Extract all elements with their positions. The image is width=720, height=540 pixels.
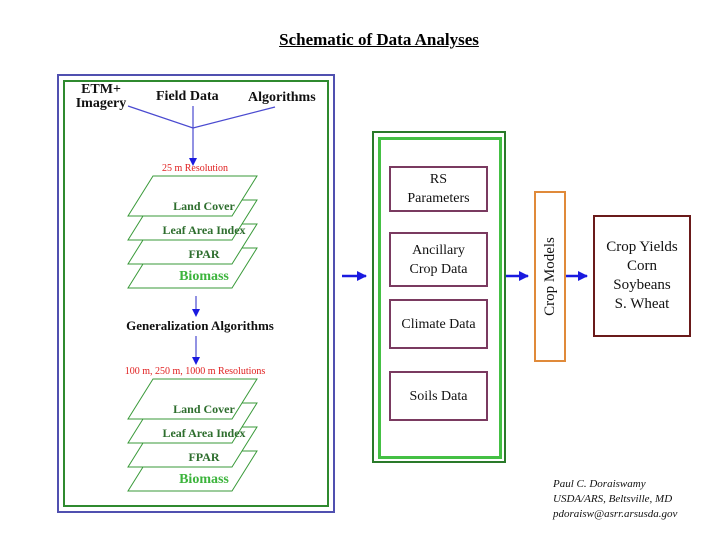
etm-label: ETM+ [81,82,121,97]
soils-data-box: Soils Data [389,371,488,421]
layer-label-land-cover: Land Cover [173,199,235,213]
box-line: Climate Data [401,316,476,332]
box-line: Ancillary [412,242,465,258]
author-name: Paul C. Doraiswamy [553,478,646,490]
connector-algorithms [192,106,276,129]
climate-data-box: Climate Data [389,299,488,349]
crop-yield-item: Soybeans [613,277,671,293]
crop-models-box: Crop Models [534,191,566,362]
resolution-25m-label: 25 m Resolution [161,163,229,174]
field-data-label: Field Data [156,89,219,104]
diagram-title: Schematic of Data Analyses [279,30,479,49]
box-line: RS [429,172,448,187]
author-email: pdoraisw@asrr.arsusda.gov [553,508,678,520]
layer-stack-25m [127,175,258,289]
input-data-panel-inner [378,137,502,459]
box-line: Parameters [407,191,470,206]
imagery-label: Imagery [75,96,127,111]
generalization-algorithms-label: Generalization Algorithms [126,318,274,333]
input-data-panel-outer [372,131,506,463]
connector-imagery [127,105,194,129]
layer-label-biomass: Biomass [179,269,229,284]
layer-stack-coarse [127,378,258,492]
crop-models-label: Crop Models [541,237,558,316]
box-line: Soils Data [409,388,468,404]
remote-sensing-panel-inner [63,80,329,507]
rs-parameters-box: RS Parameters [389,166,488,212]
crop-yield-item: Corn [627,258,657,274]
etm-imagery-label: ETM+ Imagery [71,83,131,111]
box-line: Crop Data [409,261,468,277]
layer-label-fpar: FPAR [188,450,220,464]
layer-label-biomass: Biomass [179,472,229,487]
layer-label-land-cover: Land Cover [173,402,235,416]
resolution-coarse-label: 100 m, 250 m, 1000 m Resolutions [124,366,266,377]
author-affiliation: USDA/ARS, Beltsville, MD [553,493,673,505]
crop-yields-title: Crop Yields [606,239,678,255]
author-credit: Paul C. Doraiswamy USDA/ARS, Beltsville,… [553,477,677,522]
crop-yield-item: S. Wheat [614,296,670,312]
layer-label-fpar: FPAR [188,247,220,261]
crop-yields-box: Crop Yields Corn Soybeans S. Wheat [593,215,691,337]
layer-label-leaf-area-index: Leaf Area Index [162,426,246,440]
layer-plane [127,175,258,217]
remote-sensing-panel-outer [57,74,335,513]
algorithms-label: Algorithms [248,90,316,105]
layer-plane [127,378,258,420]
layer-label-leaf-area-index: Leaf Area Index [162,223,246,237]
